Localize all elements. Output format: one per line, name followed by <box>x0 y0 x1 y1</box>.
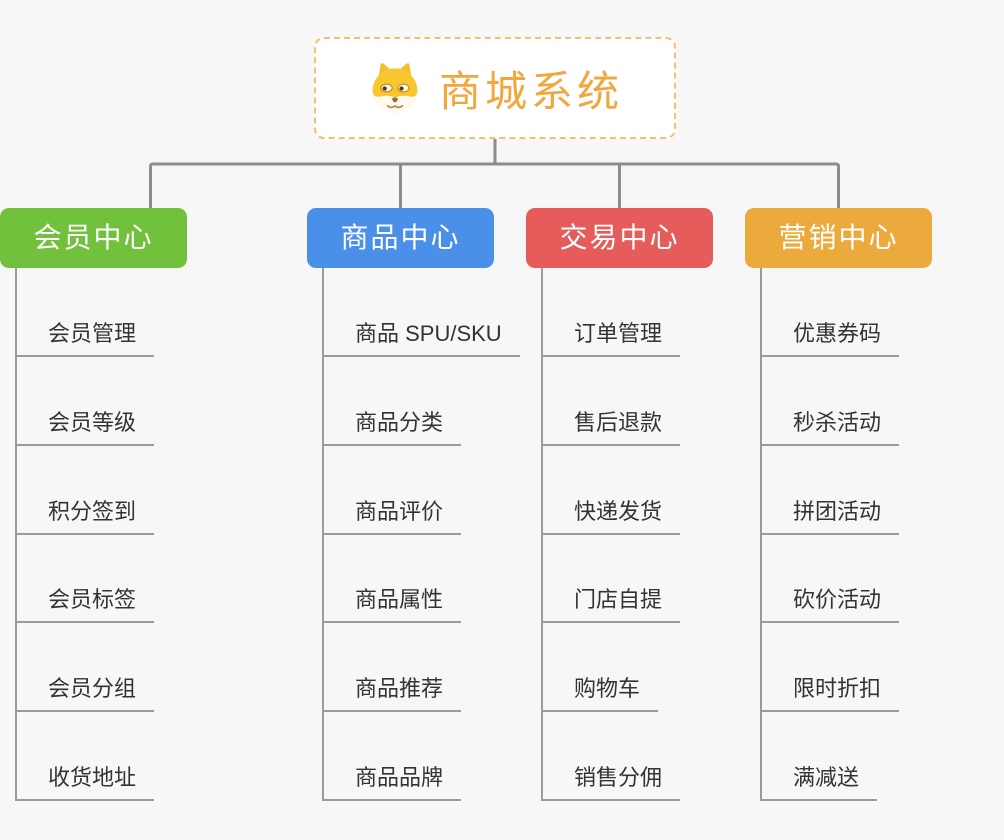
branch-column-members: 会员中心 会员管理会员等级积分签到会员标签会员分组收货地址 <box>0 208 255 820</box>
leaf-node[interactable]: 积分签到 <box>15 497 155 535</box>
branch-column-products: 商品中心 商品 SPU/SKU 商品分类商品评价商品属性商品推荐商品品牌 <box>307 208 562 820</box>
leaf-list: 商品 SPU/SKU 商品分类商品评价商品属性商品推荐商品品牌 <box>307 208 562 820</box>
leaf-node[interactable]: 会员管理 <box>15 319 155 357</box>
leaf-node[interactable]: 会员等级 <box>15 408 155 446</box>
leaf-node[interactable]: 商品分类 <box>322 408 462 446</box>
leaf-node[interactable]: 砍价活动 <box>760 585 900 623</box>
leaf-node[interactable]: 收货地址 <box>15 763 155 801</box>
leaf-node[interactable]: 满减送 <box>760 763 878 801</box>
dog-icon <box>372 63 418 114</box>
leaf-node[interactable]: 商品属性 <box>322 585 462 623</box>
connector-bus <box>149 162 840 208</box>
leaf-node[interactable]: 商品 SPU/SKU <box>322 319 520 357</box>
leaf-node[interactable]: 商品品牌 <box>322 763 462 801</box>
leaf-list: 会员管理会员等级积分签到会员标签会员分组收货地址 <box>0 208 255 820</box>
leaf-node[interactable]: 拼团活动 <box>760 497 900 535</box>
leaf-node[interactable]: 订单管理 <box>541 319 681 357</box>
leaf-node[interactable]: 销售分佣 <box>541 763 681 801</box>
leaf-list: 优惠券码秒杀活动拼团活动砍价活动限时折扣满减送 <box>745 208 1000 820</box>
leaf-node[interactable]: 商品推荐 <box>322 674 462 712</box>
branch-node[interactable]: 会员中心 <box>0 208 187 268</box>
leaf-node[interactable]: 购物车 <box>541 674 659 712</box>
branch-node[interactable]: 交易中心 <box>526 208 713 268</box>
leaf-node[interactable]: 优惠券码 <box>760 319 900 357</box>
leaf-node[interactable]: 售后退款 <box>541 408 681 446</box>
root-title: 商城系统 <box>438 67 623 115</box>
leaf-node[interactable]: 会员标签 <box>15 585 155 623</box>
leaf-node[interactable]: 会员分组 <box>15 674 155 712</box>
branch-node[interactable]: 商品中心 <box>307 208 494 268</box>
leaf-node[interactable]: 门店自提 <box>541 585 681 623</box>
leaf-node[interactable]: 快递发货 <box>541 497 681 535</box>
leaf-node[interactable]: 限时折扣 <box>760 674 900 712</box>
leaf-node[interactable]: 秒杀活动 <box>760 408 900 446</box>
branch-column-trade: 交易中心 订单管理售后退款快递发货门店自提购物车销售分佣 <box>526 208 781 820</box>
root-node[interactable]: 商城系统 <box>314 37 676 139</box>
leaf-list: 订单管理售后退款快递发货门店自提购物车销售分佣 <box>526 208 781 820</box>
leaf-node[interactable]: 商品评价 <box>322 497 462 535</box>
branch-column-marketing: 营销中心 优惠券码秒杀活动拼团活动砍价活动限时折扣满减送 <box>745 208 1000 820</box>
branch-node[interactable]: 营销中心 <box>745 208 932 268</box>
